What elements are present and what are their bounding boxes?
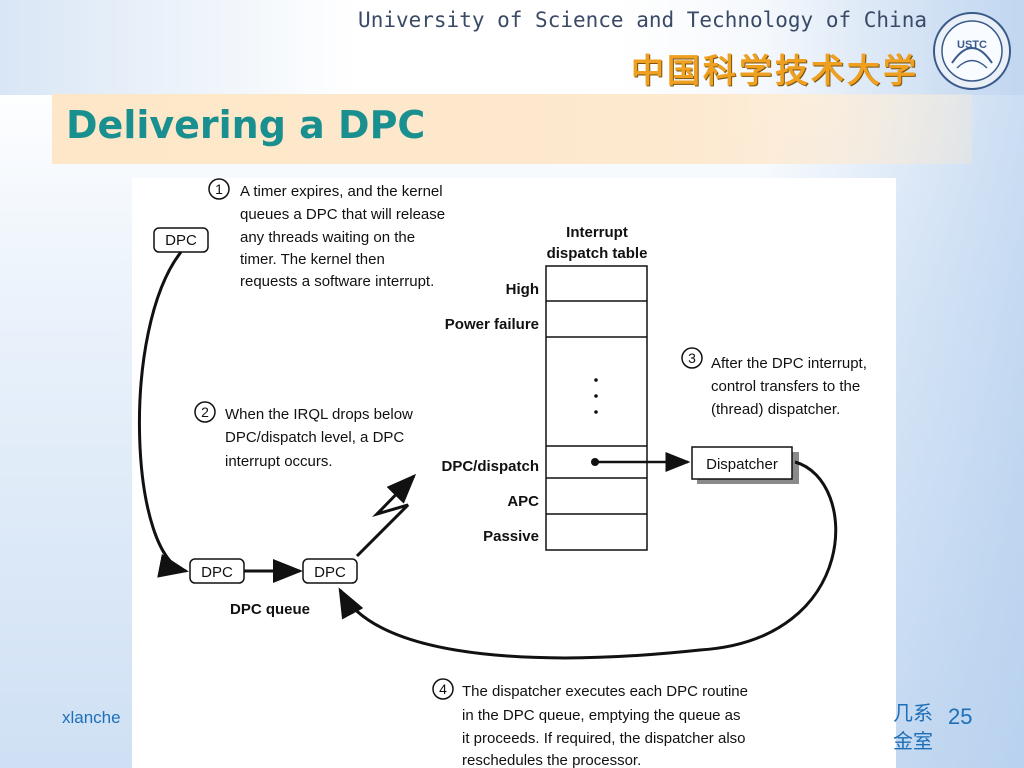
title-band bbox=[52, 94, 972, 164]
step-1-line-3: any threads waiting on the bbox=[240, 229, 415, 246]
university-name-chinese: 中国科学技术大学 bbox=[631, 51, 919, 90]
ellipsis-dot-2 bbox=[594, 394, 598, 398]
step-3-line-3: (thread) dispatcher. bbox=[711, 401, 840, 418]
arrow-dpc-to-queue bbox=[138, 251, 189, 578]
step-4: 4 The dispatcher executes each DPC routi… bbox=[432, 678, 748, 768]
footer-department-line-1: 几系 bbox=[893, 703, 933, 725]
dpc-queue-box-2-label: DPC bbox=[314, 564, 346, 581]
step-4-number: 4 bbox=[439, 681, 447, 697]
dpc-queue-label: DPC queue bbox=[230, 601, 310, 618]
table-title-line-2: dispatch table bbox=[547, 245, 648, 262]
step-1-line-1: A timer expires, and the kernel bbox=[240, 183, 443, 200]
footer-department: 几系 金室 bbox=[893, 700, 933, 756]
dpc-queue-box-2: DPC bbox=[302, 558, 358, 584]
step-3-line-1: After the DPC interrupt, bbox=[711, 355, 867, 372]
step-2-line-2: DPC/dispatch level, a DPC bbox=[225, 429, 404, 446]
step-4-line-3: it proceeds. If required, the dispatcher… bbox=[462, 730, 746, 747]
step-1-line-2: queues a DPC that will release bbox=[240, 206, 445, 223]
university-logo: USTC bbox=[933, 12, 1011, 90]
university-name-english: University of Science and Technology of … bbox=[358, 8, 927, 32]
footer-department-line-2: 金室 bbox=[893, 731, 933, 753]
dpc-queue-box-1: DPC bbox=[189, 558, 245, 584]
step-4-line-2: in the DPC queue, emptying the queue as bbox=[462, 707, 741, 724]
ellipsis-dot-3 bbox=[594, 410, 598, 414]
table-title-line-1: Interrupt bbox=[566, 224, 628, 241]
table-row-dpc-dispatch: DPC/dispatch bbox=[441, 458, 539, 475]
dpc-box-initial: DPC bbox=[153, 227, 209, 253]
table-row-high: High bbox=[506, 281, 539, 298]
interrupt-lightning-arrow bbox=[355, 473, 417, 558]
arrow-dispatcher-to-queue bbox=[338, 460, 838, 660]
step-2-number: 2 bbox=[201, 404, 209, 420]
step-2-line-1: When the IRQL drops below bbox=[225, 406, 413, 423]
page-number: 25 bbox=[948, 704, 973, 729]
dpc-queue-box-1-label: DPC bbox=[201, 564, 233, 581]
dpc-box-initial-label: DPC bbox=[165, 232, 197, 249]
dispatcher-label: Dispatcher bbox=[706, 456, 778, 473]
step-1-number: 1 bbox=[215, 181, 223, 197]
footer-author: xlanche bbox=[62, 708, 121, 727]
step-3-number: 3 bbox=[688, 350, 696, 366]
step-1-line-5: requests a software interrupt. bbox=[240, 273, 434, 290]
step-4-line-4: reschedules the processor. bbox=[462, 752, 641, 768]
step-3-line-2: control transfers to the bbox=[711, 378, 860, 395]
interrupt-dispatch-table bbox=[545, 265, 648, 551]
step-1: 1 A timer expires, and the kernel queues… bbox=[208, 178, 445, 290]
ellipsis-dot-1 bbox=[594, 378, 598, 382]
logo-text: USTC bbox=[957, 39, 987, 51]
step-3-badge bbox=[681, 347, 703, 369]
step-4-line-1: The dispatcher executes each DPC routine bbox=[462, 683, 748, 700]
step-3: 3 After the DPC interrupt, control trans… bbox=[681, 347, 867, 418]
step-2: 2 When the IRQL drops below DPC/dispatch… bbox=[194, 401, 413, 470]
step-4-badge bbox=[432, 678, 454, 700]
step-2-badge bbox=[194, 401, 216, 423]
dispatcher-box: Dispatcher bbox=[691, 446, 799, 484]
step-2-line-3: interrupt occurs. bbox=[225, 453, 333, 470]
slide-title: Delivering a DPC bbox=[66, 103, 426, 147]
step-1-line-4: timer. The kernel then bbox=[240, 251, 385, 268]
table-row-apc: APC bbox=[507, 493, 539, 510]
table-row-power-failure: Power failure bbox=[445, 316, 539, 333]
table-row-passive: Passive bbox=[483, 528, 539, 545]
step-1-badge bbox=[208, 178, 230, 200]
